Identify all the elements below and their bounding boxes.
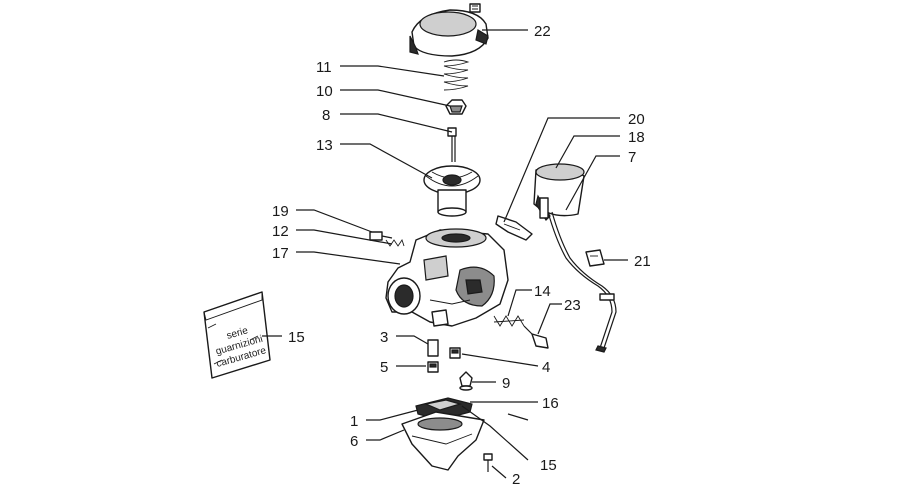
part-14-spring (493, 315, 525, 327)
label-15-bowl: 15 (540, 457, 557, 474)
part-2-drain-screw (483, 453, 493, 472)
part-21-clip (585, 249, 605, 267)
part-10-retainer (445, 99, 467, 115)
label-3: 3 (380, 329, 388, 346)
label-2: 2 (512, 471, 520, 487)
label-23: 23 (564, 297, 581, 314)
part-22-top-cover (409, 3, 489, 57)
label-11: 11 (316, 59, 332, 76)
label-14: 14 (534, 283, 551, 300)
label-13: 13 (316, 137, 333, 154)
part-19-screw (369, 231, 393, 241)
part-13-piston (423, 165, 481, 217)
part-11-spring (443, 59, 470, 91)
label-5: 5 (380, 359, 388, 376)
label-12: 12 (272, 223, 289, 240)
part-12-spring (385, 238, 405, 247)
part-15-gasket-set-bag: serie guarnizioni carburatore (203, 291, 271, 379)
label-19: 19 (272, 203, 289, 220)
label-4: 4 (542, 359, 550, 376)
label-6: 6 (350, 433, 358, 450)
label-10: 10 (316, 83, 333, 100)
label-20: 20 (628, 111, 645, 128)
part-9-float-needle (459, 371, 473, 391)
part-17-carb-body (385, 228, 509, 327)
part-20-gasket (495, 215, 533, 241)
part-5-main-jet (427, 361, 439, 373)
label-21: 21 (634, 253, 651, 270)
part-labels: 22 11 10 8 13 20 18 7 19 12 17 21 15 14 … (272, 23, 651, 487)
part-8-needle (447, 127, 457, 162)
label-18: 18 (628, 129, 645, 146)
part-6-float-bowl (401, 411, 485, 471)
part-16-pin (507, 413, 529, 421)
label-8: 8 (322, 107, 330, 124)
label-15-bag: 15 (288, 329, 305, 346)
label-16: 16 (542, 395, 559, 412)
part-23-plunger (523, 325, 549, 349)
label-22: 22 (534, 23, 551, 40)
part-7-starter-unit (533, 163, 617, 353)
label-1: 1 (350, 413, 358, 430)
label-17: 17 (272, 245, 289, 262)
part-3-jet-holder (427, 339, 439, 357)
label-7: 7 (628, 149, 636, 166)
leader-lines (262, 29, 628, 479)
label-9: 9 (502, 375, 510, 392)
part-4-pilot-jet (449, 347, 461, 359)
